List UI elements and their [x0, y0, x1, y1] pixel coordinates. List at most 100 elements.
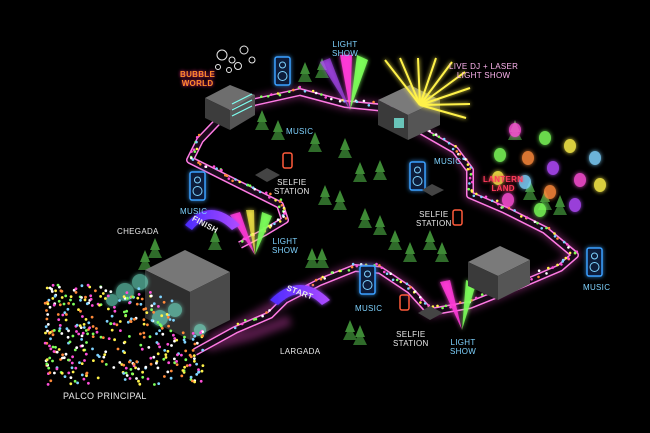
tree-icon	[353, 325, 367, 345]
crowd-person	[61, 313, 65, 317]
runner	[561, 260, 564, 263]
crowd-person	[201, 334, 205, 338]
crowd-person	[80, 373, 84, 377]
tree-icon	[315, 248, 329, 268]
crowd-person	[80, 296, 83, 299]
crowd-person	[58, 285, 61, 289]
runner	[428, 129, 431, 133]
crowd-person	[45, 286, 49, 290]
tree-icon	[305, 248, 319, 268]
crowd-person	[67, 302, 71, 305]
runner	[314, 91, 318, 95]
runner	[277, 205, 281, 209]
crowd-person	[181, 369, 185, 372]
runner	[380, 266, 384, 270]
crowd-person	[145, 311, 149, 314]
crowd-person	[167, 361, 171, 365]
lantern-icon	[589, 151, 601, 165]
crowd-person	[84, 318, 88, 321]
crowd-person	[75, 346, 79, 349]
runner	[367, 104, 371, 107]
runner	[190, 150, 193, 153]
crowd-person	[150, 319, 154, 322]
crowd-person	[146, 323, 149, 327]
crowd-person	[140, 347, 144, 351]
runner	[212, 165, 216, 168]
runner	[193, 150, 197, 153]
runner	[314, 278, 318, 282]
crowd-person	[112, 366, 116, 369]
crowd-person	[162, 300, 166, 304]
speaker-icon	[409, 161, 426, 191]
crowd-person	[99, 285, 103, 289]
crowd-person	[80, 362, 84, 365]
crowd-person	[191, 349, 195, 352]
crowd-person	[58, 324, 62, 327]
runner	[241, 240, 244, 243]
runner	[258, 190, 262, 194]
crowd-person	[55, 350, 59, 354]
runner	[468, 176, 472, 180]
runner	[234, 178, 237, 181]
runner	[330, 271, 334, 274]
crowd-person	[125, 291, 129, 294]
crowd-person	[69, 298, 72, 302]
runner	[292, 88, 295, 92]
crowd-person	[201, 348, 205, 352]
runner	[274, 199, 277, 202]
runner	[432, 133, 436, 137]
tree-icon	[271, 120, 285, 140]
crowd-person	[147, 346, 151, 349]
runner	[567, 257, 570, 260]
crowd-person	[195, 362, 199, 366]
runner	[276, 92, 280, 95]
crowd-person	[193, 342, 197, 346]
crowd-person	[80, 338, 83, 341]
crowd-person	[99, 335, 103, 339]
crowd-person	[158, 323, 162, 326]
runner	[238, 180, 241, 184]
runner	[265, 191, 268, 195]
runner	[562, 240, 566, 244]
tree-icon	[255, 110, 269, 130]
runner	[265, 311, 268, 314]
crowd-person	[172, 333, 175, 337]
crowd-person	[149, 362, 153, 366]
crowd-person	[153, 383, 156, 386]
lantern-icon	[544, 185, 556, 199]
runner	[195, 147, 199, 151]
runner	[480, 293, 484, 296]
crowd-person	[149, 294, 153, 298]
crowd-person	[163, 349, 167, 352]
runner	[533, 220, 537, 224]
runner	[442, 137, 446, 141]
runner	[420, 298, 423, 302]
crowd-person	[51, 283, 55, 287]
crowd-person	[91, 332, 95, 336]
crowd-person	[86, 283, 90, 287]
crowd-person	[126, 296, 129, 300]
crowd-person	[123, 340, 127, 344]
runner	[436, 304, 439, 308]
crowd-person	[159, 295, 163, 299]
crowd-person	[105, 319, 109, 323]
crowd-person	[83, 359, 86, 362]
crowd-person	[63, 311, 67, 315]
crowd-person	[124, 313, 128, 317]
crowd-person	[104, 297, 107, 300]
runner	[303, 90, 307, 93]
tree-icon	[373, 215, 387, 235]
crowd-person	[165, 313, 169, 316]
runner	[449, 305, 452, 309]
crowd-person	[149, 291, 152, 294]
runner	[204, 165, 208, 168]
crowd-person	[200, 369, 204, 373]
crowd-person	[166, 370, 170, 374]
runner	[260, 95, 263, 98]
lantern-icon	[569, 198, 581, 212]
runner	[338, 99, 342, 103]
runner	[458, 152, 462, 156]
music-label-right: MUSIC	[583, 283, 611, 292]
crowd-person	[62, 302, 66, 306]
